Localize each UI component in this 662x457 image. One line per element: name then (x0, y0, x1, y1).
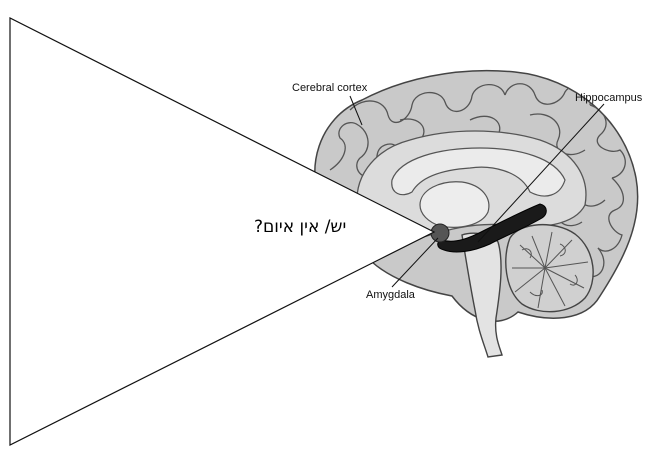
amygdala-shape (431, 224, 449, 242)
cerebral-cortex-label: Cerebral cortex (292, 82, 367, 94)
callout-triangle (10, 18, 434, 445)
hippocampus-label: Hippocampus (575, 92, 642, 104)
amygdala-label: Amygdala (366, 289, 415, 301)
thalamus (420, 182, 489, 228)
threat-question-text: יש/ אין איום? (254, 217, 346, 237)
cerebellum (506, 225, 593, 312)
